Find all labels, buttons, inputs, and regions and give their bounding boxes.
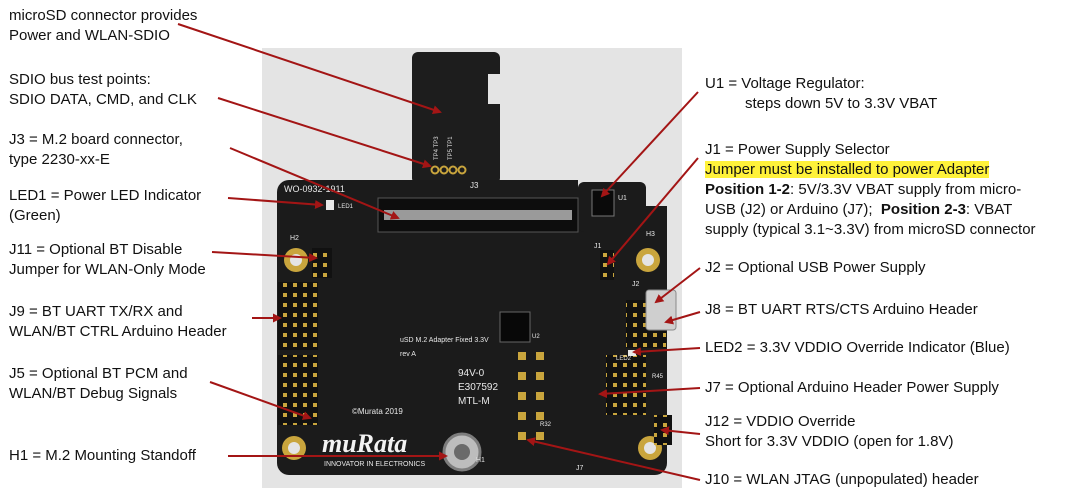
led1	[326, 200, 334, 210]
label-j8: J8 = BT UART RTS/CTS Arduino Header	[705, 301, 978, 318]
svg-text:TP4 TP3: TP4 TP3	[434, 136, 440, 160]
svg-text:U1: U1	[618, 195, 627, 202]
label-led2: LED2 = 3.3V VDDIO Override Indicator (Bl…	[705, 339, 1010, 356]
murata-logo: muRata	[322, 429, 407, 458]
label-j7: J7 = Optional Arduino Header Power Suppl…	[705, 379, 999, 396]
label-j1: J1 = Power Supply Selector Jumper must b…	[705, 141, 1036, 238]
label-u1: U1 = Voltage Regulator: steps down 5V to…	[705, 75, 938, 112]
header-j11	[312, 248, 332, 278]
sdio-test-points	[430, 165, 467, 175]
label-h1: H1 = M.2 Mounting Standoff	[9, 447, 196, 464]
header-j7	[606, 355, 646, 415]
label-j3: J3 = M.2 board connector, type 2230-xx-E	[9, 131, 183, 168]
silk-copyright: ©Murata 2019	[352, 407, 403, 416]
arrow-j5	[209, 381, 312, 420]
j1-highlight: Jumper must be installed to power Adapte…	[705, 161, 990, 178]
arrow-microsd	[177, 23, 442, 115]
svg-text:94V-0: 94V-0	[458, 368, 485, 379]
silk-j3: J3	[470, 181, 479, 190]
led2	[628, 350, 636, 356]
arrow-j1	[606, 157, 699, 266]
arrow-sdio-tp	[217, 97, 432, 169]
svg-text:R45: R45	[652, 374, 664, 380]
svg-text:LED2: LED2	[616, 356, 632, 362]
microsd-tongue	[412, 52, 500, 184]
label-j5: J5 = Optional BT PCM and WLAN/BT Debug S…	[9, 365, 188, 402]
jtag-pads-j10	[518, 352, 544, 440]
svg-text:rev A: rev A	[400, 351, 416, 358]
label-led1: LED1 = Power LED Indicator (Green)	[9, 187, 202, 224]
label-j11: J11 = Optional BT Disable Jumper for WLA…	[9, 241, 206, 278]
svg-text:R32: R32	[540, 422, 552, 428]
header-j9	[278, 282, 318, 350]
svg-text:TP5 TP1: TP5 TP1	[448, 136, 454, 160]
label-microsd: microSD connector provides Power and WLA…	[9, 7, 198, 44]
arrow-j7	[598, 387, 701, 399]
label-j2: J2 = Optional USB Power Supply	[705, 259, 926, 276]
arrow-j12	[660, 426, 701, 436]
svg-text:J1: J1	[594, 243, 602, 250]
silk-tagline: INNOVATOR IN ELECTRONICS	[324, 461, 425, 468]
silk-title: uSD M.2 Adapter Fixed 3.3V	[400, 337, 489, 344]
arrow-j3	[229, 147, 400, 220]
label-sdio-test-points: SDIO bus test points: SDIO DATA, CMD, an…	[9, 71, 197, 108]
u2-chip	[499, 311, 531, 343]
svg-text:H1: H1	[476, 457, 485, 464]
label-j10: J10 = WLAN JTAG (unpopulated) header	[705, 471, 979, 488]
silk-part-no: WO-0932-1911	[284, 184, 345, 194]
svg-text:J2: J2	[632, 281, 640, 288]
svg-text:H2: H2	[290, 235, 299, 242]
arrow-j2	[654, 267, 701, 304]
svg-text:H3: H3	[646, 231, 655, 238]
arrow-led2	[632, 347, 701, 357]
svg-text:J7: J7	[576, 465, 584, 472]
arrow-j10	[526, 437, 701, 481]
svg-text:E307592: E307592	[458, 382, 498, 393]
svg-text:U2: U2	[532, 334, 540, 340]
usb-connector-j2	[645, 289, 677, 331]
svg-text:LED1: LED1	[338, 204, 354, 210]
arrow-led1	[227, 197, 324, 209]
arrow-u1	[600, 91, 699, 198]
arrow-j8	[664, 311, 701, 325]
label-j12: J12 = VDDIO Override Short for 3.3V VDDI…	[705, 413, 954, 450]
svg-text:MTL-M: MTL-M	[458, 396, 490, 407]
arrow-j11	[211, 251, 318, 263]
header-j1	[600, 250, 614, 280]
label-j9: J9 = BT UART TX/RX and WLAN/BT CTRL Ardu…	[9, 303, 227, 340]
callout-arrows	[177, 23, 701, 481]
pcb	[277, 180, 667, 475]
